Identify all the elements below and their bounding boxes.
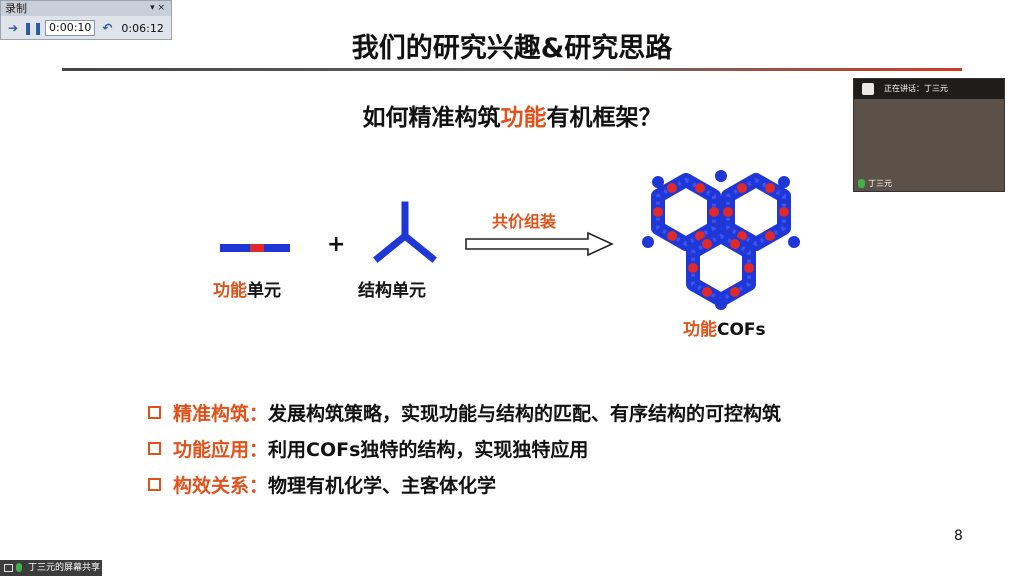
bullet-term: 功能应用： bbox=[173, 438, 269, 461]
cof-label: 功能COFs bbox=[683, 315, 766, 340]
cof-framework-icon bbox=[642, 170, 800, 310]
question-text-start: 如何精准构筑 bbox=[362, 105, 501, 131]
pause-icon[interactable]: ❚❚ bbox=[22, 21, 44, 35]
screen-share-bar[interactable]: 丁三元的屏幕共享 bbox=[0, 560, 102, 576]
speaker-video[interactable]: 正在讲话：丁三元 丁三元 bbox=[853, 78, 1005, 192]
assemble-label: 共价组装 bbox=[492, 212, 557, 231]
screen-share-label: 丁三元的屏幕共享 bbox=[28, 563, 101, 573]
functional-unit-label-highlight: 功能 bbox=[213, 281, 247, 301]
bullet-square-icon bbox=[148, 441, 161, 455]
list-item: 功能应用： 利用COFs独特的结构，实现独特应用 bbox=[148, 430, 781, 466]
microphone-icon bbox=[16, 563, 22, 572]
bullet-square-icon bbox=[148, 405, 161, 419]
cof-label-highlight: 功能 bbox=[683, 320, 717, 340]
question-highlight: 功能 bbox=[500, 105, 547, 131]
speaking-indicator: 正在讲话：丁三元 bbox=[854, 79, 1004, 99]
cof-label-rest: COFs bbox=[717, 320, 766, 340]
bullet-desc: 利用COFs独特的结构，实现独特应用 bbox=[268, 438, 589, 461]
elapsed-time: 0:00:10 bbox=[45, 20, 96, 36]
bullet-term: 构效关系： bbox=[173, 474, 269, 497]
slide-question: 如何精准构筑功能有机框架？ bbox=[0, 98, 1024, 132]
recording-toolbar-titlebar[interactable]: 录制 ▾ × bbox=[1, 1, 171, 16]
speaker-name: 丁三元 bbox=[868, 179, 892, 188]
speaking-text: 正在讲话：丁三元 bbox=[884, 84, 948, 93]
bullet-term: 精准构筑： bbox=[173, 402, 269, 425]
functional-unit-icon bbox=[220, 244, 290, 252]
undo-icon[interactable]: ↶ bbox=[102, 21, 113, 35]
bullet-square-icon bbox=[148, 477, 161, 491]
recording-toolbar-window-controls[interactable]: ▾ × bbox=[150, 3, 165, 13]
list-item: 精准构筑： 发展构筑策略，实现功能与结构的匹配、有序结构的可控构筑 bbox=[148, 394, 781, 430]
functional-unit-label: 功能单元 bbox=[213, 276, 281, 301]
functional-unit-label-rest: 单元 bbox=[247, 281, 281, 301]
structural-unit-label: 结构单元 bbox=[358, 281, 426, 301]
question-text-end: 有机框架？ bbox=[546, 105, 662, 131]
list-item: 构效关系： 物理有机化学、主客体化学 bbox=[148, 466, 781, 502]
right-arrow-icon bbox=[465, 231, 614, 257]
total-time: 0:06:12 bbox=[121, 21, 164, 35]
functional-unit-red-segment bbox=[250, 244, 264, 252]
plus-sign: + bbox=[327, 232, 346, 257]
microphone-icon bbox=[858, 179, 865, 188]
avatar bbox=[862, 83, 874, 95]
bullet-desc: 物理有机化学、主客体化学 bbox=[268, 474, 497, 497]
screen-icon bbox=[4, 564, 13, 572]
structural-unit-icon bbox=[373, 201, 437, 263]
recording-toolbar: 录制 ▾ × ➔ ❚❚ 0:00:10 ↶ 0:06:12 bbox=[0, 0, 172, 40]
forward-icon[interactable]: ➔ bbox=[7, 21, 19, 35]
slide-title: 我们的研究兴趣&研究思路 bbox=[351, 33, 673, 64]
recording-toolbar-title: 录制 bbox=[5, 2, 27, 15]
page-number: 8 bbox=[954, 528, 963, 544]
bullet-list: 精准构筑： 发展构筑策略，实现功能与结构的匹配、有序结构的可控构筑 功能应用： … bbox=[148, 394, 781, 502]
title-divider bbox=[62, 68, 962, 71]
bullet-desc: 发展构筑策略，实现功能与结构的匹配、有序结构的可控构筑 bbox=[268, 402, 782, 425]
